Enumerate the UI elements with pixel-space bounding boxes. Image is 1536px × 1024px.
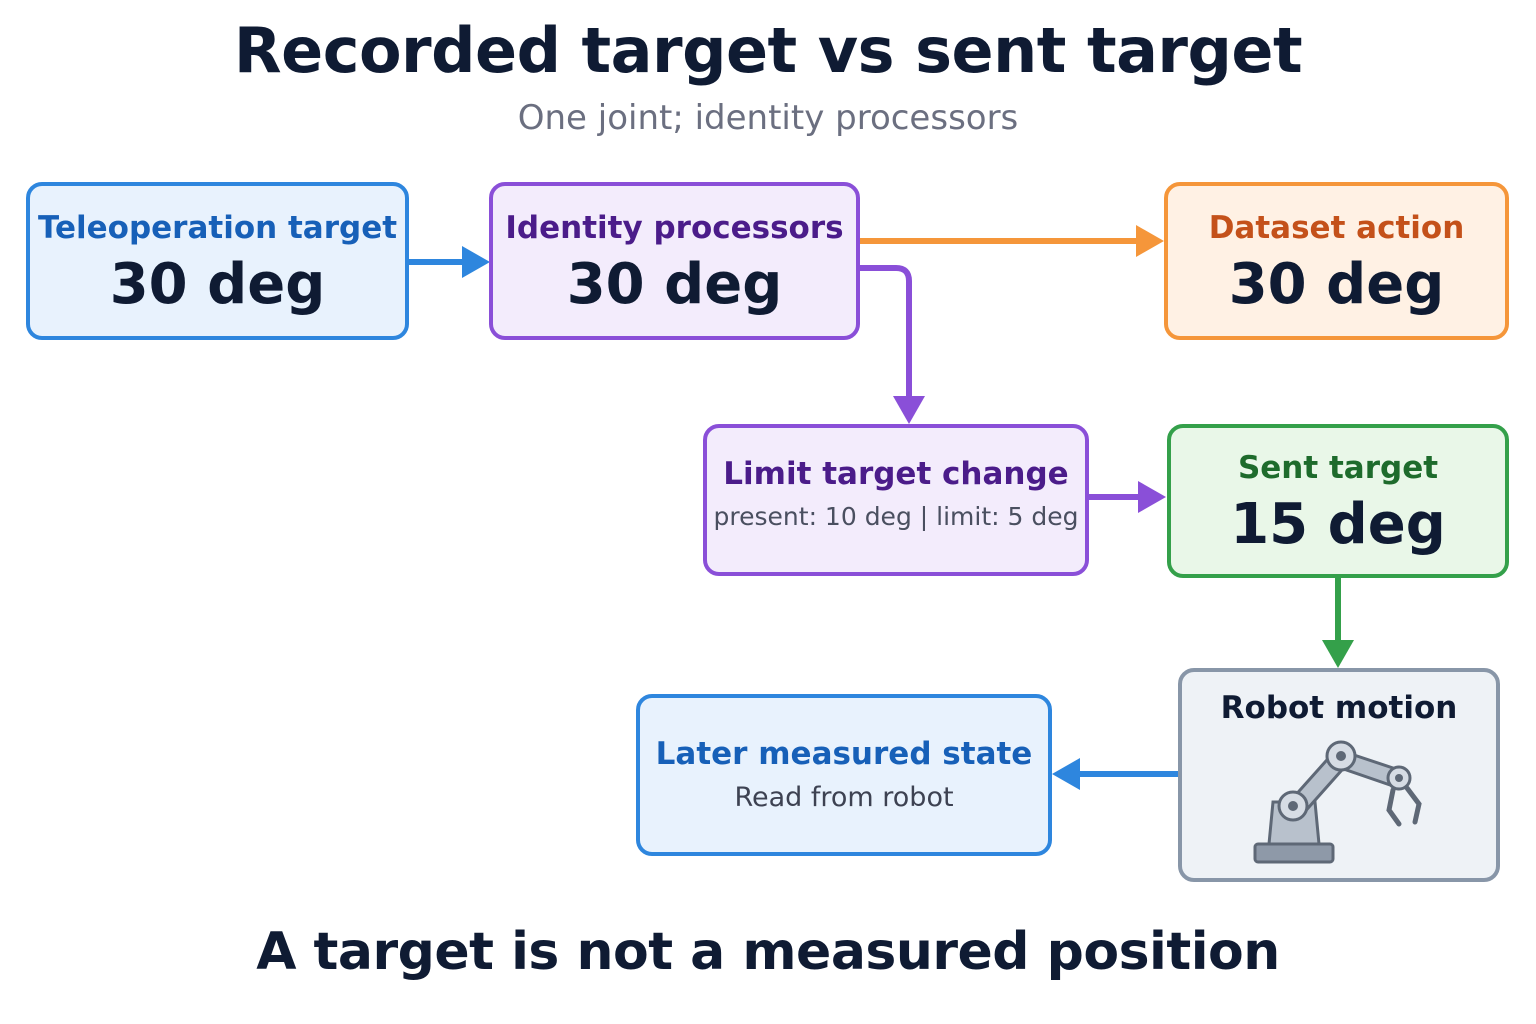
arrow-identity-to-limit [860,265,912,398]
diagram-title: Recorded target vs sent target [233,14,1303,87]
node-robot-motion-label: Robot motion [1220,690,1458,726]
node-sent-target-label: Sent target [1237,450,1439,486]
node-limit-target-change: Limit target change present: 10 deg | li… [703,424,1089,576]
node-dataset-action: Dataset action 30 deg [1164,182,1509,340]
node-later-measured-state-label: Later measured state [655,736,1033,772]
node-sent-target-value: 15 deg [1230,492,1446,557]
diagram-subtitle: One joint; identity processors [517,98,1019,138]
arrowhead-robot-to-measured [1052,758,1080,790]
diagram-footer: A target is not a measured position [256,922,1280,982]
robot-arm-icon [1253,740,1422,864]
node-identity-processors-label: Identity processors [505,210,844,246]
arrowhead-identity-to-limit [893,396,925,424]
arrowhead-sent-to-robot [1322,640,1354,668]
node-teleoperation-target: Teleoperation target 30 deg [26,182,409,340]
node-limit-target-change-label: Limit target change [723,456,1069,492]
node-identity-processors-value: 30 deg [566,252,783,317]
node-later-measured-state-note: Read from robot [734,782,954,813]
node-later-measured-state: Later measured state Read from robot [636,694,1052,856]
node-identity-processors: Identity processors 30 deg [489,182,860,340]
arrowhead-teleop-to-identity [462,246,490,278]
arrowhead-identity-to-dataset [1136,225,1164,257]
node-teleoperation-target-value: 30 deg [109,252,326,317]
arrowhead-limit-to-sent [1138,481,1166,513]
node-sent-target: Sent target 15 deg [1167,424,1509,578]
node-limit-target-change-note: present: 10 deg | limit: 5 deg [713,502,1079,531]
node-dataset-action-label: Dataset action [1208,210,1465,246]
node-dataset-action-value: 30 deg [1228,252,1445,317]
node-teleoperation-target-label: Teleoperation target [37,210,398,246]
node-robot-motion: Robot motion [1178,668,1500,882]
